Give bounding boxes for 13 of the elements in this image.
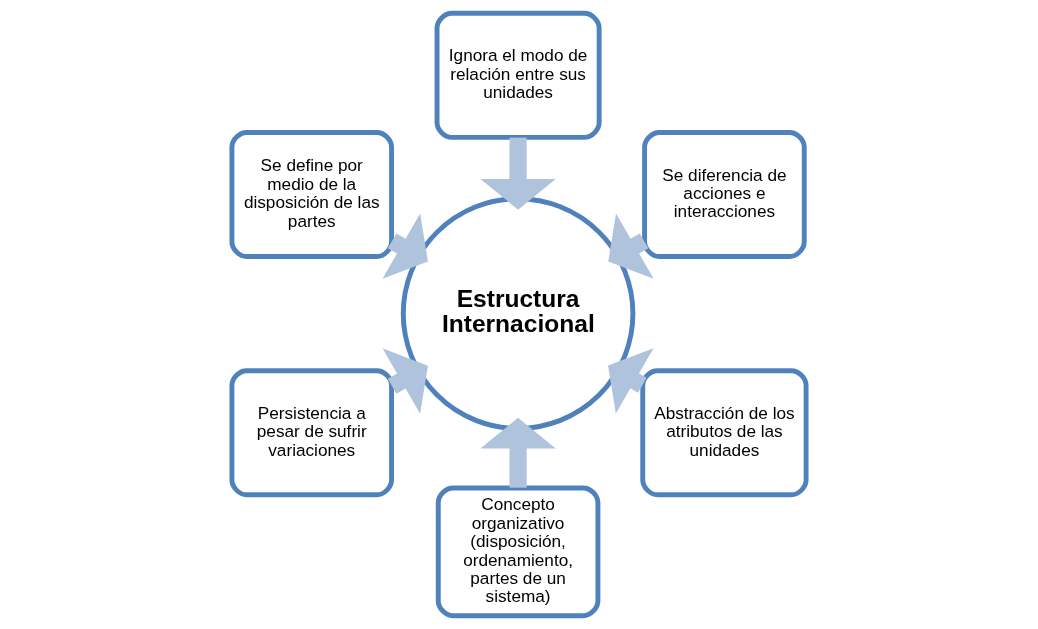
node-box: Se define por medio de la disposición de las partes [229, 129, 395, 259]
node-circle: Estructura Internacional [400, 196, 636, 431]
node-box: Ignora el modo de relación entre sus unidades [434, 10, 602, 140]
arrow [480, 417, 556, 488]
arrow [608, 213, 654, 279]
arrow [382, 348, 428, 414]
node-box: Persistencia a pesar de sufrir variaciones [229, 368, 395, 498]
node-box: Se diferencia de acciones e interacciones [642, 129, 807, 259]
arrow [480, 137, 556, 210]
arrow [608, 348, 654, 414]
arrow [382, 213, 428, 279]
node-box: Concepto organizativo (disposición, ordenamiento, partes de un sistema) [435, 485, 601, 619]
node-box: Abstracción de los atributos de las unidades [640, 368, 809, 498]
